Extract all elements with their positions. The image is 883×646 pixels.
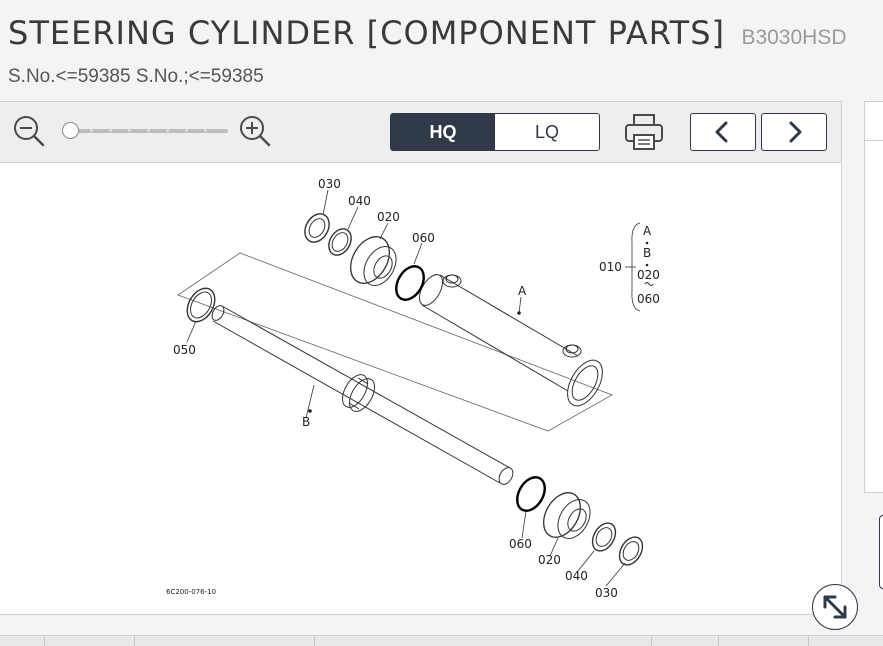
- expand-diagonal-icon: [823, 595, 847, 619]
- parts-diagram[interactable]: 030 040 020 060 A 050 B 060 020 040 030 …: [0, 163, 841, 613]
- page-title: STEERING CYLINDER [COMPONENT PARTS]: [8, 14, 725, 52]
- assembly-outline: [177, 252, 613, 432]
- zoom-tick: [90, 129, 93, 132]
- column-divider: [314, 636, 315, 646]
- callout-060-bottom[interactable]: 060: [509, 537, 532, 551]
- zoom-out-icon[interactable]: [12, 114, 46, 148]
- assembly-ref-010[interactable]: 010: [599, 260, 622, 274]
- callout-060-top[interactable]: 060: [412, 231, 435, 245]
- column-divider: [134, 636, 135, 646]
- next-button[interactable]: [761, 113, 827, 151]
- zoom-tick: [109, 129, 112, 132]
- oring-060-top: [395, 265, 425, 301]
- previous-button[interactable]: [690, 113, 756, 151]
- zoom-tick: [166, 129, 169, 132]
- zoom-tick: [147, 129, 150, 132]
- callout-020-bottom[interactable]: 020: [538, 553, 561, 567]
- zoom-in-icon[interactable]: [238, 114, 272, 148]
- column-divider: [44, 636, 45, 646]
- viewer-toolbar: HQ LQ: [0, 102, 841, 163]
- zoom-slider[interactable]: [62, 122, 228, 140]
- page-title-row: STEERING CYLINDER [COMPONENT PARTS] B303…: [8, 14, 847, 52]
- chevron-left-icon: [715, 121, 728, 143]
- assembly-legend-line1: A: [643, 224, 652, 238]
- column-divider: [718, 636, 719, 646]
- cylinder-tube: [418, 274, 603, 407]
- seal-030-top: [304, 213, 330, 243]
- side-panel-tab[interactable]: [879, 515, 883, 589]
- zoom-tick: [204, 129, 207, 132]
- serial-range: S.No.<=59385 S.No.;<=59385: [8, 66, 264, 87]
- zoom-tick: [185, 129, 188, 132]
- legend-dot: [645, 241, 649, 245]
- seal-040-top: [328, 228, 352, 256]
- callout-040-bottom[interactable]: 040: [565, 569, 588, 583]
- legend-tilde: [644, 282, 654, 286]
- leader-lines: [186, 189, 641, 587]
- piston-rod: [211, 305, 514, 485]
- quality-lq-button[interactable]: LQ: [495, 114, 599, 150]
- quality-toggle: HQ LQ: [390, 113, 600, 151]
- legend-dot: [645, 263, 649, 267]
- assembly-legend-line3: 020: [637, 268, 660, 282]
- assembly-legend-line4: 060: [637, 292, 660, 306]
- oring-060-bottom: [516, 476, 546, 512]
- expand-button[interactable]: [812, 584, 858, 630]
- callout-a[interactable]: A: [518, 284, 527, 298]
- gland-020-top: [350, 236, 397, 286]
- column-divider: [651, 636, 652, 646]
- diagram-viewer: HQ LQ: [0, 101, 842, 615]
- seal-040-bottom: [591, 522, 617, 552]
- gland-020-bottom: [543, 492, 591, 539]
- chevron-right-icon: [789, 121, 802, 143]
- callout-040-top[interactable]: 040: [348, 194, 371, 208]
- callout-030-top[interactable]: 030: [318, 177, 341, 191]
- callout-050[interactable]: 050: [173, 343, 196, 357]
- model-code: B3030HSD: [741, 26, 847, 49]
- assembly-legend-line2: B: [643, 246, 651, 260]
- quality-hq-button[interactable]: HQ: [391, 114, 495, 150]
- callout-030-bottom[interactable]: 030: [595, 586, 618, 600]
- marker-b: [308, 409, 312, 413]
- callout-b[interactable]: B: [302, 415, 310, 429]
- callout-020-top[interactable]: 020: [377, 210, 400, 224]
- seal-030-bottom: [618, 536, 644, 566]
- zoom-slider-thumb[interactable]: [62, 122, 79, 139]
- marker-a: [517, 311, 521, 315]
- figure-code: 6C200-076-10: [166, 588, 216, 596]
- printer-icon[interactable]: [622, 112, 666, 152]
- side-panel: [864, 101, 883, 493]
- column-divider: [808, 636, 809, 646]
- seal-050: [186, 287, 216, 323]
- zoom-tick: [128, 129, 131, 132]
- side-panel-divider: [865, 140, 883, 141]
- bottom-table-header: [0, 635, 883, 646]
